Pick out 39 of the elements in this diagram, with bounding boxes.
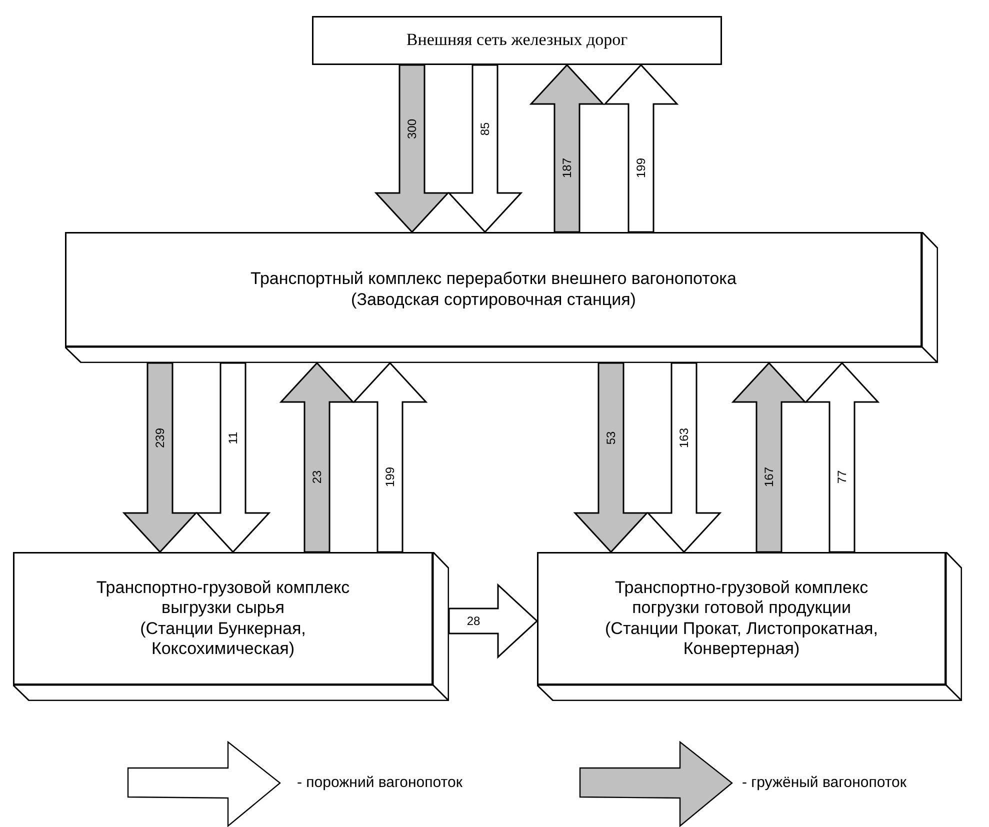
block-arrow <box>122 362 198 554</box>
edge-label: 23 <box>311 470 323 484</box>
edge-label: 53 <box>605 431 617 445</box>
box-text: Транспортно-грузовой комплекс погрузки готовой продукции <box>614 578 870 618</box>
edge-label: 199 <box>384 466 396 488</box>
block-arrow <box>731 362 807 553</box>
legend-text: - порожний вагонопоток <box>297 774 462 791</box>
edge-label: 11 <box>227 432 239 444</box>
block-arrow <box>374 64 450 234</box>
box-text: (Станции Бункерная, Коксохимическая) <box>139 618 307 660</box>
process-box <box>537 552 962 701</box>
edge-label: 239 <box>154 428 166 448</box>
block-arrow <box>804 362 880 553</box>
process-box <box>13 552 449 701</box>
edge-label: 85 <box>479 122 491 136</box>
box-text: Транспортный комплекс переработки внешнего вагонопотока <box>250 269 736 290</box>
block-arrow <box>195 362 271 554</box>
legend-text: - гружёный вагонопоток <box>742 774 906 791</box>
edge-label: 77 <box>836 470 848 484</box>
box-text: (Станции Прокат, Листопрокатная, Конвертерная) <box>604 618 879 660</box>
edge-label: 300 <box>406 118 418 140</box>
process-box <box>312 16 722 65</box>
block-arrow <box>279 362 355 553</box>
block-arrow <box>603 64 679 233</box>
block-arrow <box>529 64 605 233</box>
edge-label: 187 <box>561 158 573 178</box>
edge-label: 28 <box>466 615 480 627</box>
block-arrow <box>447 64 523 234</box>
edge-label: 163 <box>678 428 690 448</box>
box-text: Внешняя сеть железных дорог <box>406 30 628 51</box>
block-arrow <box>646 362 722 554</box>
block-arrow <box>448 583 538 659</box>
process-box <box>65 232 938 363</box>
block-arrow <box>352 362 428 553</box>
edge-label: 199 <box>635 158 647 178</box>
edge-label: 167 <box>763 466 775 488</box>
box-text: (Заводская сортировочная станция) <box>351 290 636 310</box>
box-text: Транспортно-грузовой комплекс выгрузки сырья <box>95 578 351 618</box>
block-arrow <box>573 362 649 554</box>
